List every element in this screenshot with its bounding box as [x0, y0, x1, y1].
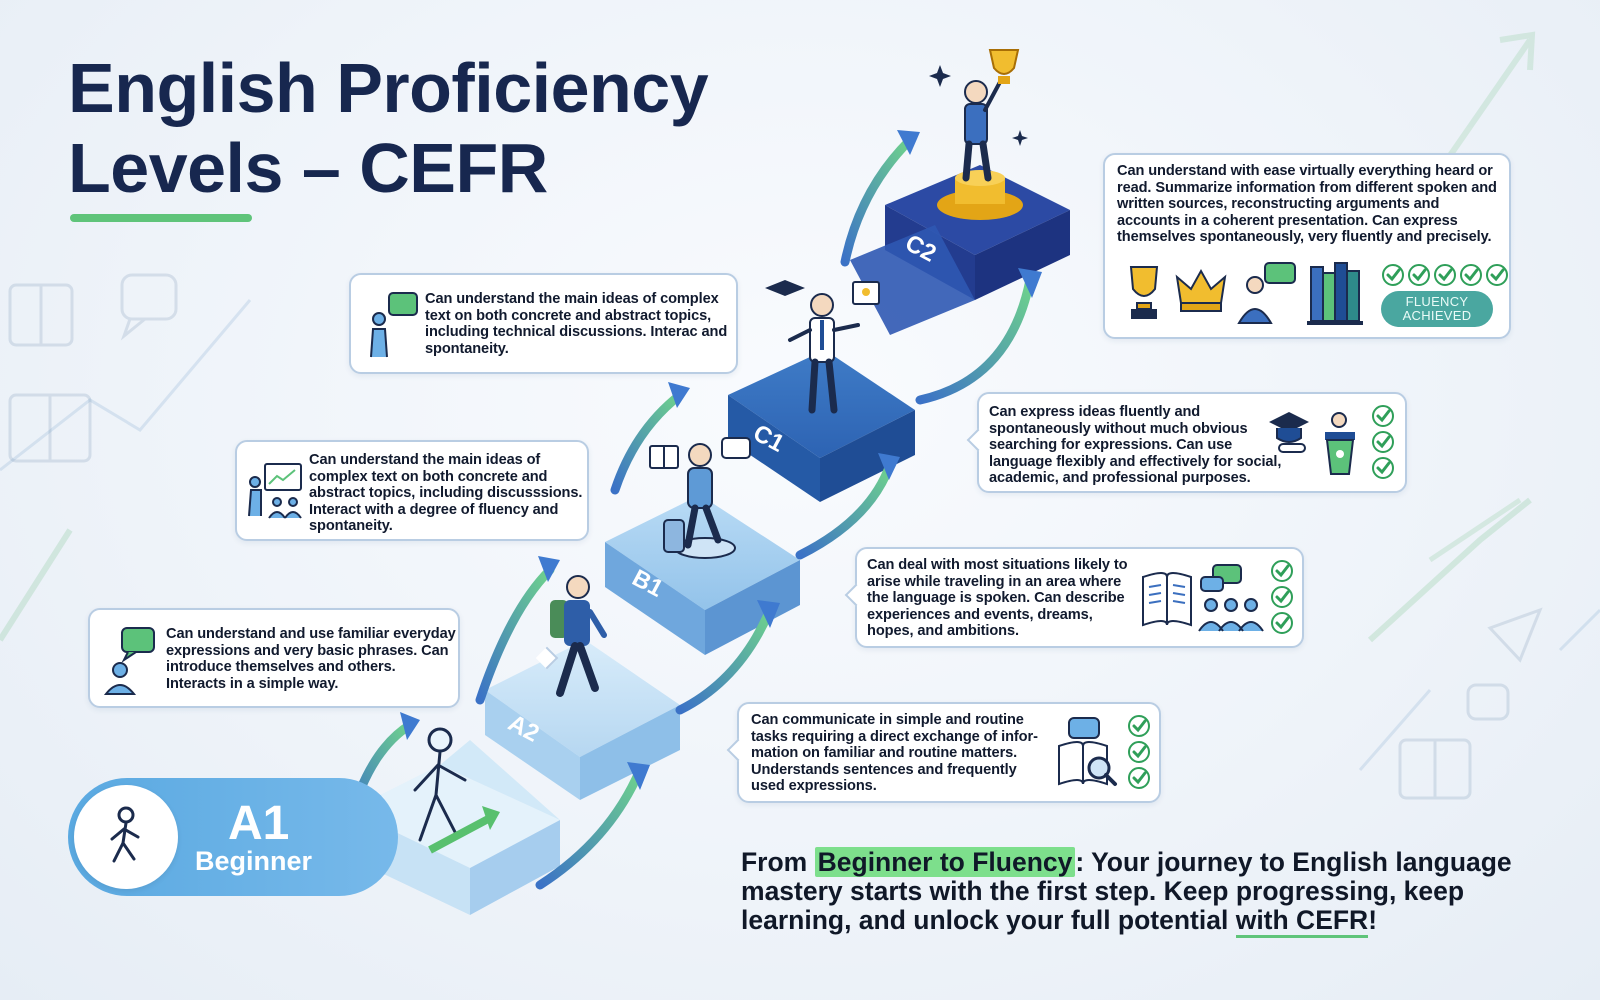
footer-message: From Beginner to Fluency: Your journey t…: [741, 847, 1561, 938]
page-title-line1: English Proficiency: [68, 49, 709, 127]
a1-icon-circle: [74, 785, 178, 889]
b1-icon-row: [1142, 564, 1264, 632]
speech-bubble-icon: [103, 627, 155, 695]
check-circle-icon: [1271, 586, 1293, 608]
trophy-pedestal: [937, 170, 1023, 220]
check-circle-icon: [1128, 741, 1150, 763]
graduation-cap-icon: [1269, 412, 1309, 453]
trophy-icon: [1129, 266, 1159, 319]
title-underline: [70, 214, 252, 222]
card-c1-right: Can express ideas fluently and spontaneo…: [966, 392, 1407, 493]
books-icon: [1307, 262, 1363, 325]
step-a2: [440, 640, 680, 820]
b1-checkmarks: [1270, 559, 1296, 639]
footer-underlined: with CEFR: [1235, 905, 1369, 938]
check-circle-icon: [1486, 264, 1508, 286]
green-step-arrow: [428, 806, 500, 854]
card-b1-right: Can deal with most situations likely to …: [844, 547, 1304, 648]
graduate-figure-c1: [788, 293, 860, 414]
checkmark-group: [1271, 560, 1293, 634]
card-a2-right: Can communicate in simple and routine ta…: [726, 702, 1161, 803]
group-chat-icon: [1198, 564, 1264, 632]
check-circle-icon: [1408, 264, 1430, 286]
card-a2-right-text: Can communicate in simple and routine ta…: [751, 712, 1038, 795]
a1-level-code: A1: [228, 797, 290, 850]
walking-person-icon: [110, 806, 140, 863]
check-circle-icon: [1372, 457, 1394, 479]
check-circle-icon: [1271, 560, 1293, 582]
card-c2-text: Can understand with ease virtually every…: [1117, 163, 1497, 246]
check-circle-icon: [1460, 264, 1482, 286]
book-search-icon: [1058, 717, 1117, 786]
card-b1-left-text: Can understand the main ideas of complex…: [309, 452, 583, 535]
walking-figure-a1: [413, 727, 467, 842]
sparkle-icons: [929, 65, 1028, 146]
chat-icon: [721, 437, 751, 459]
page-title-line2: Levels – CEFR: [68, 129, 548, 207]
card-b1-left: Can understand the main ideas of complex…: [235, 440, 589, 541]
checkmark-group: [1382, 264, 1508, 286]
card-c1-right-text: Can express ideas fluently and spontaneo…: [989, 404, 1282, 487]
backpacker-figure-a2: [550, 575, 607, 697]
card-a1-text: Can understand and use familiar everyday…: [166, 626, 456, 692]
podium-icon: [1325, 412, 1355, 475]
check-circle-icon: [1382, 264, 1404, 286]
speaker-icon: [1237, 262, 1296, 324]
crown-icon: [1175, 268, 1227, 312]
check-circle-icon: [1372, 405, 1394, 427]
check-circle-icon: [1271, 612, 1293, 634]
checkmark-group: [1372, 405, 1394, 479]
certificate-icon: [852, 281, 880, 305]
footer-part3: !: [1368, 905, 1378, 935]
check-circle-icon: [1128, 767, 1150, 789]
speech-bubble-icon: [370, 292, 418, 358]
check-circle-icon: [1372, 431, 1394, 453]
arrow-heads: [400, 130, 1042, 790]
c2-icon-row: [1129, 262, 1363, 325]
footer-highlight: Beginner to Fluency: [814, 847, 1076, 877]
a2-checkmarks: [1127, 714, 1153, 794]
checkmark-group: [1128, 715, 1150, 789]
traveler-figure-b1: [663, 443, 736, 559]
c2-checkmarks: [1381, 263, 1508, 287]
c1-icon-row: [1269, 412, 1355, 475]
check-circle-icon: [1128, 715, 1150, 737]
graduation-cap-icon: [765, 280, 805, 296]
footer-part2: : Your journey to English language maste…: [741, 847, 1512, 935]
card-a1: Can understand and use familiar everyday…: [88, 608, 559, 708]
step-c1: [728, 350, 915, 502]
open-book-icon: [1142, 572, 1192, 627]
progress-arrows: [345, 135, 1035, 890]
c1-checkmarks: [1371, 404, 1397, 484]
card-c1-left: Can understand the main ideas of complex…: [349, 273, 738, 374]
check-circle-icon: [1434, 264, 1456, 286]
footer-part1: From: [741, 847, 815, 877]
card-c1-left-text: Can understand the main ideas of complex…: [425, 291, 728, 357]
badge-line1: FLUENCY: [1405, 294, 1469, 309]
book-icon: [649, 445, 679, 469]
card-b1-right-text: Can deal with most situations likely to …: [867, 557, 1128, 640]
fluency-achieved-badge: FLUENCY ACHIEVED: [1381, 291, 1493, 327]
champion-figure-c2: [962, 49, 1020, 182]
badge-line2: ACHIEVED: [1402, 308, 1472, 323]
presenter-board-icon: [248, 463, 302, 519]
a1-level-name: Beginner: [195, 846, 313, 876]
